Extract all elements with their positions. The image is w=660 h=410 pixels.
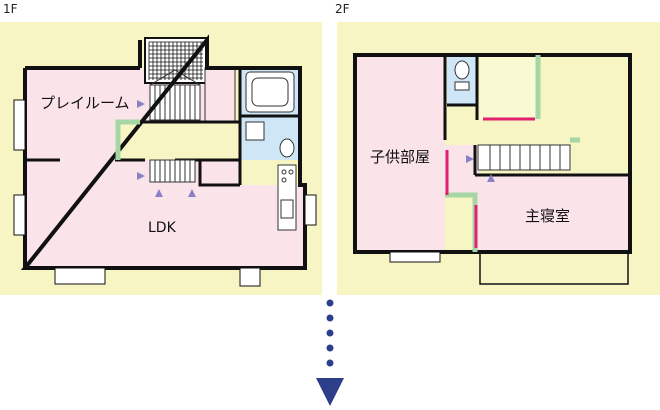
kids-room-fill (355, 55, 445, 252)
room-label-kids-room: 子供部屋 (370, 148, 430, 166)
opening-green-1f (115, 119, 140, 160)
room-label-ldk: LDK (148, 220, 177, 236)
bathtub-icon-1f (245, 71, 295, 113)
windows-1f (13, 99, 317, 287)
floor-plan-1f: プレイルーム LDK (13, 34, 317, 287)
closet-fill-2f (480, 55, 538, 119)
stair-arrows-2f (466, 155, 495, 182)
balcony-2f (479, 251, 629, 285)
interior-walls-1f (25, 68, 300, 187)
stairs-icon-2f (477, 144, 571, 171)
transition-indicator (316, 299, 344, 406)
master-bedroom-fill (475, 175, 630, 252)
sink-icon-1f (245, 121, 295, 158)
room-label-master-bedroom: 主寝室 (525, 207, 570, 225)
floor-label-1f: 1F (3, 2, 18, 16)
dot (326, 314, 334, 322)
floor-plan-2f: 子供部屋 主寝室 (353, 53, 632, 285)
down-triangle-icon (316, 378, 344, 406)
windows-2f (389, 251, 441, 263)
stair-landing-1f (204, 67, 236, 124)
stair-arrows-1f (137, 100, 196, 197)
floor-label-2f: 2F (335, 2, 350, 16)
lower-stairs-icon-1f (149, 159, 196, 183)
dot (326, 299, 334, 307)
dot (326, 329, 334, 337)
toilet-icon-2f (454, 60, 470, 91)
movable-partitions-2f (445, 117, 535, 248)
room-label-playroom: プレイルーム (40, 94, 130, 112)
dot (326, 344, 334, 352)
kitchen-counter-icon (277, 164, 297, 231)
dot (326, 359, 334, 367)
